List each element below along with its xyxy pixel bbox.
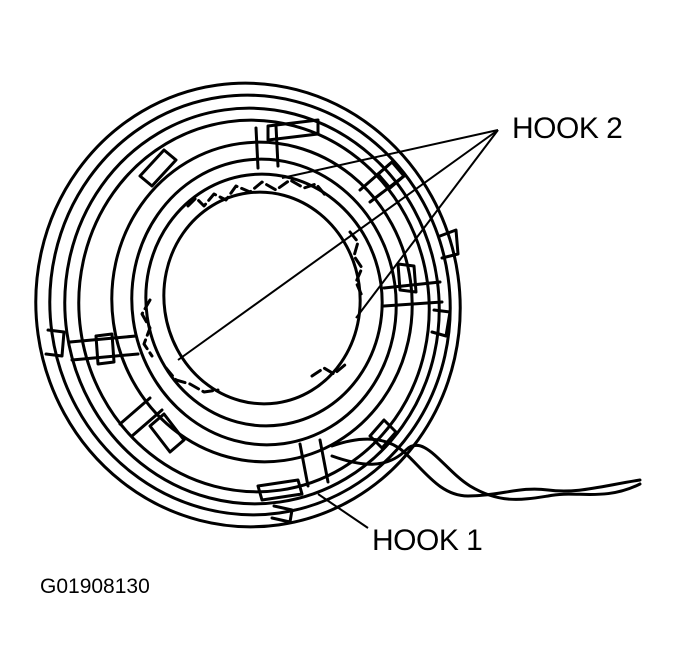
tab-left (44, 328, 66, 358)
leader-lines (177, 129, 499, 529)
hook2-tabs-left (140, 298, 154, 358)
slot-lower-right (368, 418, 398, 450)
slot-right (396, 262, 418, 294)
tab-bottom (270, 504, 294, 524)
figure-code: G01908130 (40, 575, 150, 598)
hook2-tabs-bottom (164, 366, 220, 394)
wire-strand-b (330, 443, 642, 501)
hook2-label: HOOK 2 (512, 112, 623, 145)
wire-strand-a (330, 437, 642, 498)
hook2-tabs-lower-right (310, 362, 348, 378)
spoke-left (68, 334, 140, 362)
hook2-tabs-top (186, 178, 328, 208)
ring-assembly (34, 81, 462, 529)
hook2-tabs-right (348, 230, 364, 298)
spoke-top (254, 124, 280, 170)
outer-rim-1 (34, 81, 462, 529)
outer-rim-3 (63, 106, 441, 506)
tab-right-upper (438, 228, 460, 260)
spoke-lower-left (118, 396, 164, 438)
spoke-bottom (298, 438, 330, 488)
spoke-upper-right (358, 160, 406, 204)
slot-lower-left (148, 412, 186, 454)
hook2-leader-2 (177, 129, 499, 361)
outer-rim-4 (77, 118, 431, 494)
twisted-wire (330, 437, 642, 501)
bore-inner (162, 190, 362, 406)
hook2-leader-3 (355, 129, 499, 319)
hook1-label: HOOK 1 (372, 524, 483, 557)
hook2-leader-1 (281, 129, 499, 179)
slot-bottom (256, 478, 304, 502)
spoke-right (382, 280, 444, 308)
outer-rim-2 (48, 93, 452, 517)
channel-outer (110, 140, 414, 464)
hook1-leader (317, 493, 369, 529)
channel-inner (130, 157, 398, 447)
tab-right-lower (430, 308, 452, 338)
slot-upper-left (138, 148, 178, 188)
slot-top (266, 118, 320, 142)
slot-left (94, 332, 116, 366)
